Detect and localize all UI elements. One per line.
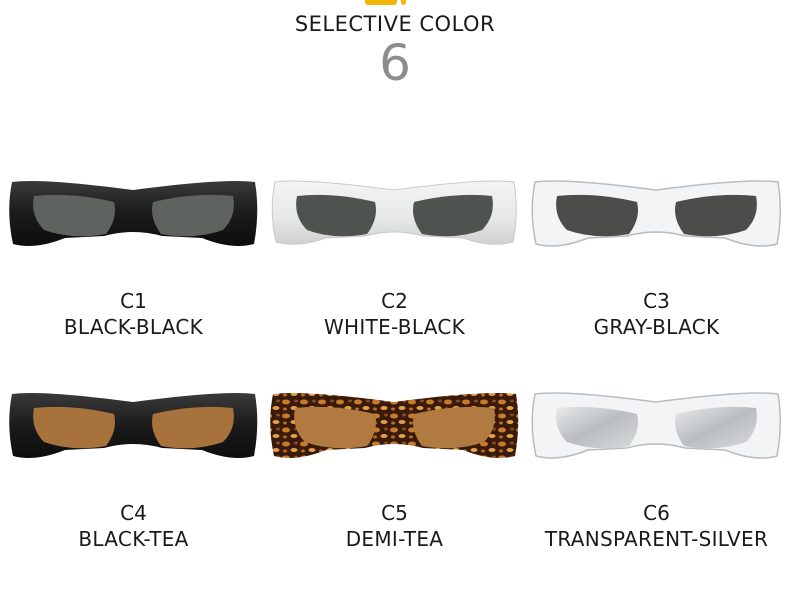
header: SELECTIVE COLOR 6 — [0, 12, 790, 88]
product-card-c5[interactable]: C5 DEMI-TEA — [263, 384, 526, 564]
product-code: C5 — [381, 501, 408, 525]
product-color-name: GRAY-BLACK — [593, 315, 720, 339]
accent-dot — [401, 0, 406, 5]
color-count: 6 — [379, 34, 411, 92]
product-card-c1[interactable]: C1 BLACK-BLACK — [2, 172, 265, 352]
product-color-name: TRANSPARENT-SILVER — [544, 527, 769, 551]
product-color-name: BLACK-BLACK — [63, 315, 204, 339]
product-card-c4[interactable]: C4 BLACK-TEA — [2, 384, 265, 564]
sunglasses-image — [9, 181, 258, 246]
sunglasses-image — [531, 180, 781, 247]
product-code: C6 — [643, 501, 670, 525]
product-color-name: BLACK-TEA — [78, 527, 189, 551]
product-code: C4 — [120, 501, 147, 525]
product-code: C2 — [381, 289, 408, 313]
sunglasses-image — [9, 393, 258, 458]
sunglasses-image — [271, 180, 517, 245]
section-title: SELECTIVE COLOR — [294, 12, 496, 36]
product-code: C1 — [120, 289, 147, 313]
product-code: C3 — [643, 289, 670, 313]
product-color-name: DEMI-TEA — [345, 527, 444, 551]
sunglasses-image — [531, 392, 781, 459]
accent-bar — [365, 0, 397, 5]
product-card-c6[interactable]: C6 TRANSPARENT-SILVER — [525, 384, 788, 564]
product-color-name: WHITE-BLACK — [323, 315, 466, 339]
sunglasses-image — [270, 393, 519, 458]
product-card-c2[interactable]: C2 WHITE-BLACK — [263, 172, 526, 352]
product-card-c3[interactable]: C3 GRAY-BLACK — [525, 172, 788, 352]
